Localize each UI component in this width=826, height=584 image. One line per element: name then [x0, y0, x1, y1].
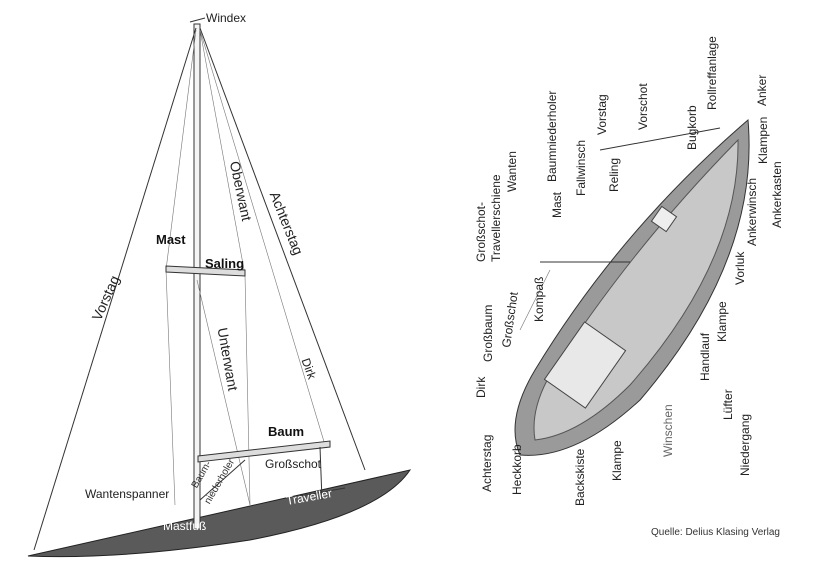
source-credit: Quelle: Delius Klasing Verlag — [651, 527, 780, 538]
label-saling: Saling — [205, 256, 244, 271]
label-wantenspanner: Wantenspanner — [85, 487, 169, 501]
label-mast: Mast — [156, 232, 186, 247]
label-windex: Windex — [206, 11, 246, 25]
windex-pointer — [189, 17, 206, 23]
deck-forestay — [599, 127, 721, 151]
label-ankerkasten: Ankerkasten — [770, 161, 784, 228]
label-kompass: Kompaß — [532, 277, 546, 322]
label-grossschot-traveller-1: Großschot- — [474, 202, 488, 262]
label-grossbaum: Großbaum — [481, 305, 495, 362]
forestay — [33, 27, 197, 551]
label-unterwant: Unterwant — [215, 326, 242, 392]
label-vorluk: Vorluk — [733, 251, 747, 285]
label-vorstag: Vorstag — [88, 273, 122, 323]
deck-diagram: Rollreffanlage Bugkorb Anker Klampen Ank… — [474, 36, 784, 538]
backstay — [199, 27, 366, 471]
label-rollreffanlage: Rollreffanlage — [705, 36, 719, 110]
label-achterstag-deck: Achterstag — [480, 435, 494, 492]
label-klampe-aft: Klampe — [610, 440, 624, 481]
label-backskiste: Backskiste — [573, 448, 587, 506]
cockpit — [543, 321, 627, 409]
hull — [27, 469, 412, 558]
label-grossschot: Großschot — [265, 457, 322, 471]
label-luefter: Lüfter — [721, 389, 735, 420]
label-baumniederholer-deck: Baumniederholer — [545, 91, 559, 182]
lower-shroud — [196, 279, 251, 506]
label-ankerwinsch: Ankerwinsch — [745, 178, 759, 246]
label-mastfuss: Mastfuß — [163, 519, 206, 533]
mast — [193, 23, 201, 530]
label-vorstag-deck: Vorstag — [595, 94, 609, 135]
mainsheet — [319, 446, 323, 501]
label-mast-deck: Mast — [550, 191, 564, 218]
label-oberwant: Oberwant — [227, 160, 255, 223]
deck-boom — [519, 269, 551, 331]
label-grossschot-deck: Großschot — [499, 290, 521, 348]
upper-shroud-left-lower — [165, 269, 176, 506]
boom — [197, 440, 331, 463]
label-winschen: Winschen — [661, 404, 675, 457]
label-vorschot: Vorschot — [636, 83, 650, 130]
deck-labels: Rollreffanlage Bugkorb Anker Klampen Ank… — [474, 36, 784, 506]
hatch — [650, 205, 678, 233]
label-niedergang: Niedergang — [738, 414, 752, 476]
label-reling: Reling — [607, 158, 621, 192]
label-bugkorb: Bugkorb — [685, 105, 699, 150]
label-dirk-deck: Dirk — [474, 376, 488, 398]
spreader — [165, 265, 246, 277]
label-grossschot-traveller-2: Travellerschiene — [489, 174, 503, 262]
upper-shroud-right-lower — [244, 274, 251, 506]
upper-shroud-right — [199, 29, 246, 276]
topping-lift — [199, 29, 326, 446]
traveller-track — [299, 487, 346, 497]
label-dirk: Dirk — [299, 356, 320, 382]
label-anker: Anker — [755, 75, 769, 106]
rigging-diagram: Windex Vorstag Mast Oberwant Saling Acht… — [27, 11, 412, 558]
label-heckkorb: Heckkorb — [510, 444, 524, 495]
vang — [199, 459, 246, 501]
label-klampen: Klampen — [756, 117, 770, 164]
label-fallwinsch: Fallwinsch — [574, 140, 588, 196]
label-klampe-side: Klampe — [715, 301, 729, 342]
label-baum: Baum — [268, 424, 304, 439]
upper-shroud-left — [165, 29, 197, 271]
label-wanten: Wanten — [505, 151, 519, 192]
label-handlauf: Handlauf — [698, 332, 712, 381]
